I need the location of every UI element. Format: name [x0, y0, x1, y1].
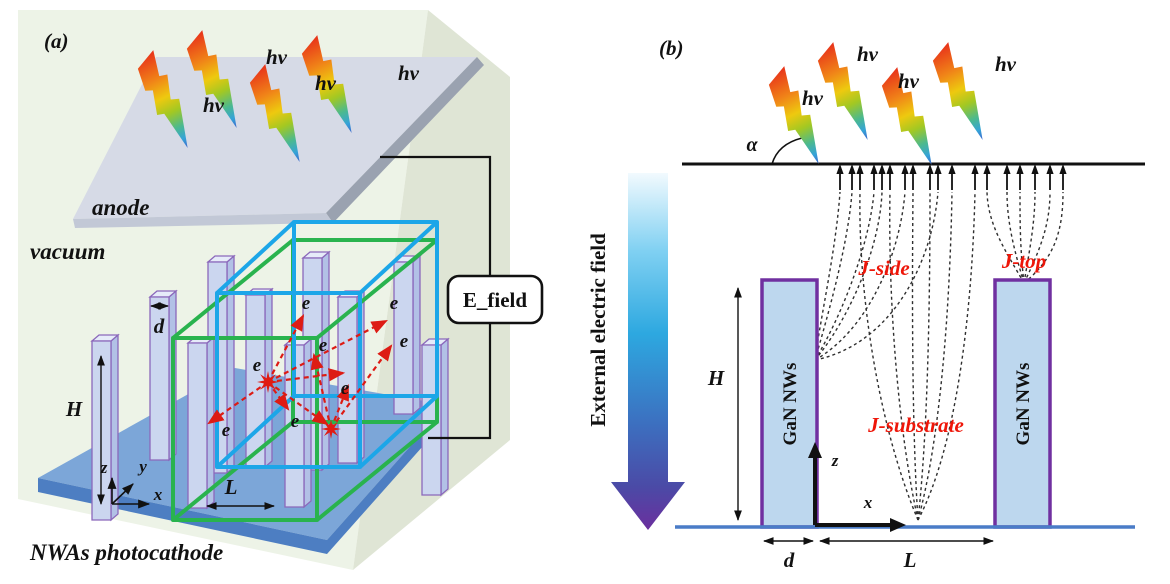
up-arrow-icon	[1002, 163, 1012, 191]
nanowire-label-right: GaN NWs	[1013, 363, 1034, 446]
gan-nanowire-left	[760, 278, 819, 529]
efield-wire	[380, 155, 492, 440]
axis-y-label: y	[137, 457, 147, 476]
emission-burst-icon	[321, 419, 341, 439]
pitch-label-b: L	[903, 548, 917, 572]
external-field-label: External electric field	[586, 233, 610, 427]
anode-plate	[73, 57, 484, 228]
photon-bolt-icon	[761, 65, 832, 170]
external-field-arrow	[611, 173, 685, 530]
anode-label: anode	[92, 195, 150, 220]
electron-label: e	[253, 355, 262, 376]
pitch-label: L	[224, 475, 238, 499]
efield-box	[446, 274, 544, 325]
field-lines	[814, 191, 1064, 521]
nanowire-label-left: GaN NWs	[780, 363, 801, 446]
electron-label: e	[319, 335, 328, 356]
up-arrow-icon	[1045, 163, 1055, 191]
axes-b	[808, 442, 906, 532]
photon-label: hv	[266, 45, 288, 69]
axis-z-label: z	[100, 458, 108, 477]
electron-label: e	[400, 331, 409, 352]
height-label-b: H	[707, 366, 725, 390]
alpha-label: α	[746, 134, 758, 156]
axis-z-label-b: z	[831, 451, 839, 470]
efield-label: E_field	[463, 288, 527, 312]
photon-label: hv	[315, 71, 337, 95]
alpha-angle-arc	[771, 137, 803, 165]
electron-label: e	[341, 378, 350, 399]
electron-label: e	[390, 293, 399, 314]
electron-label: e	[302, 293, 311, 314]
up-arrow-icon	[925, 163, 935, 191]
electron-label: e	[222, 420, 231, 441]
photon-bolt-icon	[925, 41, 996, 146]
up-arrow-icon	[855, 163, 865, 191]
vacuum-label: vacuum	[30, 239, 105, 264]
photon-label: hv	[898, 69, 920, 93]
up-arrow-icon	[1030, 163, 1040, 191]
panel-a-tag: (a)	[44, 29, 69, 53]
photon-label: hv	[802, 86, 824, 110]
j-side-label: J-side	[857, 256, 909, 280]
nanowire-pillar	[186, 335, 216, 510]
panel-a: hv hv hv hv (a) anode vacuum	[18, 10, 544, 570]
up-arrow-icon	[900, 163, 910, 191]
photon-bolts-b	[761, 41, 996, 171]
blue-unit-cell-box	[215, 220, 439, 469]
photon-label: hv	[398, 61, 420, 85]
up-arrow-icon	[982, 163, 992, 191]
up-arrow-icon	[933, 163, 943, 191]
diameter-label: d	[154, 314, 165, 338]
up-arrow-icon	[908, 163, 918, 191]
photon-label: hv	[203, 93, 225, 117]
axis-x-label: x	[153, 485, 163, 504]
photon-label: hv	[995, 52, 1017, 76]
up-arrow-icon	[835, 163, 845, 191]
up-arrow-icon	[947, 163, 957, 191]
panel-b: (b) α hv hv hv hv External electric fiel…	[586, 36, 1145, 572]
up-arrow-icon	[877, 163, 887, 191]
axis-x-label-b: x	[863, 493, 873, 512]
j-substrate-label: J-substrate	[867, 413, 964, 437]
nanowire-pillar	[148, 289, 178, 462]
up-arrow-icon	[885, 163, 895, 191]
up-arrow-icon	[869, 163, 879, 191]
height-label: H	[65, 397, 83, 421]
up-arrow-icon	[847, 163, 857, 191]
up-arrow-icon	[970, 163, 980, 191]
cathode-label: NWAs photocathode	[29, 540, 223, 565]
j-top-label: J-top	[1001, 249, 1046, 273]
panel-b-tag: (b)	[659, 36, 684, 60]
axes-a	[107, 476, 151, 509]
up-arrow-icon	[1058, 163, 1068, 191]
nanowire-pillar	[90, 333, 120, 522]
diameter-label-b: d	[784, 548, 795, 572]
field-arrows-at-anode	[835, 163, 1068, 191]
up-arrow-icon	[1015, 163, 1025, 191]
electron-trajectories	[207, 314, 393, 439]
photon-label: hv	[857, 42, 879, 66]
electron-label: e	[291, 411, 300, 432]
